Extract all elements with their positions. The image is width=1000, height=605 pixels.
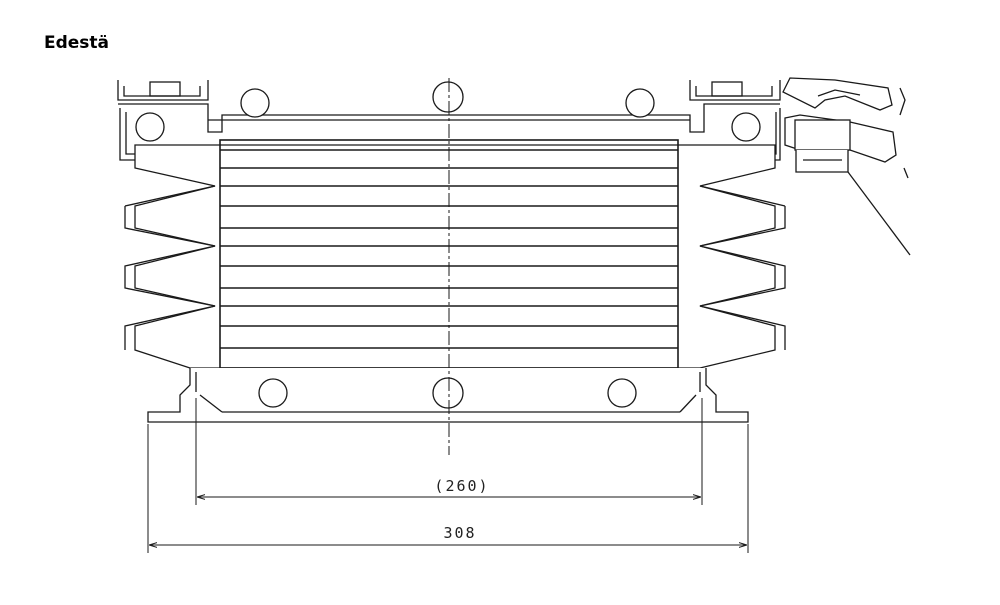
- bolt-hole: [135, 112, 165, 142]
- bolt-hole: [240, 88, 270, 118]
- bottom-bolt-holes: [258, 377, 637, 409]
- bolt-hole: [607, 378, 637, 408]
- connector-handle: [782, 77, 911, 256]
- dimension-inner-label: (260): [434, 477, 489, 495]
- page-title: Edestä: [44, 33, 110, 53]
- corrugated-body: [124, 144, 786, 369]
- bolt-hole: [432, 81, 464, 113]
- bolt-hole: [625, 88, 655, 118]
- bolt-hole: [258, 378, 288, 408]
- dimension-outer-label: 308: [443, 524, 476, 542]
- bolt-hole: [432, 377, 464, 409]
- dimension-outer: [147, 424, 749, 553]
- bolt-hole: [731, 112, 761, 142]
- dimension-inner: [195, 398, 703, 505]
- top-bolt-holes: [135, 81, 761, 142]
